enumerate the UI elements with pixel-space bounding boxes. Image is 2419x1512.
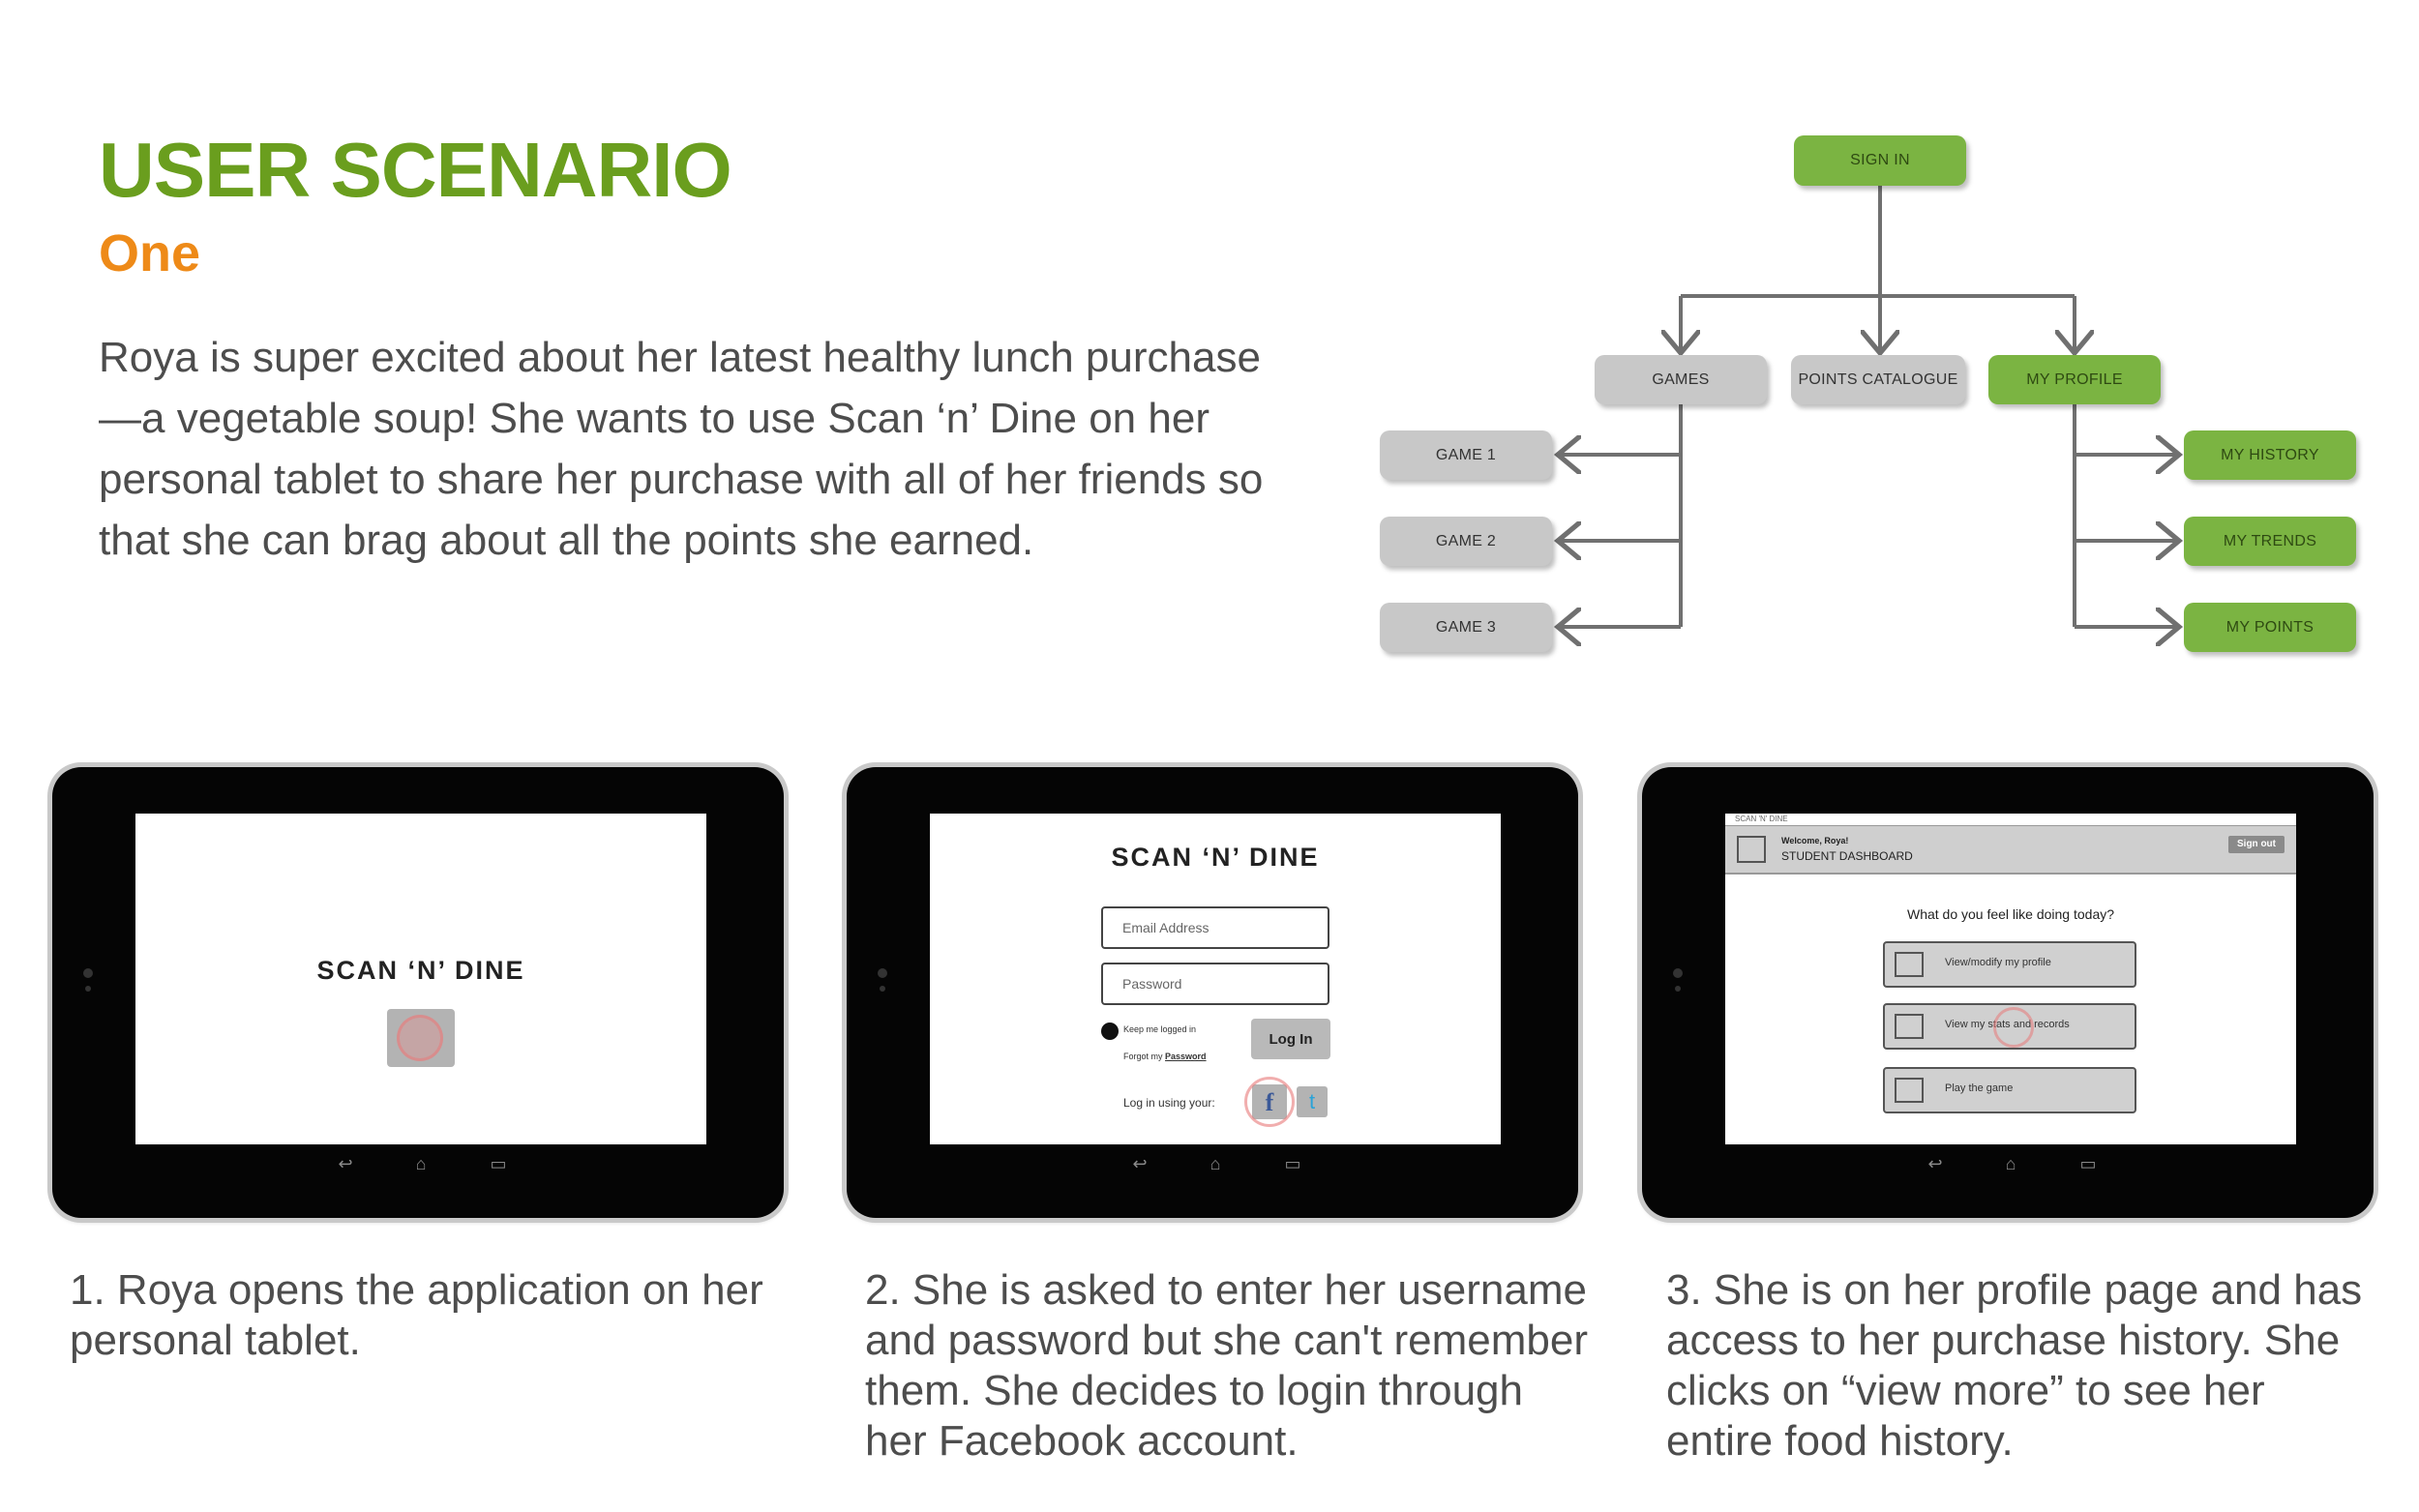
back-icon[interactable]: ↩ bbox=[338, 1154, 353, 1173]
tap-indicator bbox=[1244, 1077, 1295, 1127]
back-icon[interactable]: ↩ bbox=[1132, 1154, 1148, 1173]
caption-step-2: 2. She is asked to enter her username an… bbox=[865, 1266, 1589, 1465]
node-points-catalogue: POINTS CATALOGUE bbox=[1791, 355, 1965, 404]
image-placeholder-icon bbox=[1895, 1014, 1924, 1039]
keep-logged-in-checkbox[interactable] bbox=[1101, 1023, 1119, 1040]
view-stats-button[interactable]: View my stats and records bbox=[1883, 1003, 2136, 1050]
sensor-dot bbox=[880, 986, 885, 992]
button-label: View/modify my profile bbox=[1945, 957, 2051, 968]
forgot-prefix: Forgot my bbox=[1123, 1052, 1163, 1061]
scenario-description: Roya is super excited about her latest h… bbox=[99, 334, 1264, 564]
back-icon[interactable]: ↩ bbox=[1927, 1154, 1943, 1173]
page-subtitle: One bbox=[99, 224, 201, 282]
node-game-2: GAME 2 bbox=[1380, 517, 1552, 566]
dashboard-title: STUDENT DASHBOARD bbox=[1781, 849, 1913, 863]
node-my-history: MY HISTORY bbox=[2184, 430, 2356, 480]
social-login-label: Log in using your: bbox=[1123, 1096, 1215, 1110]
password-field[interactable]: Password bbox=[1101, 963, 1329, 1005]
view-profile-button[interactable]: View/modify my profile bbox=[1883, 941, 2136, 988]
tablet-3: SCAN 'N' DINE Welcome, Roya! STUDENT DAS… bbox=[1642, 767, 2374, 1218]
tablet-1: SCAN ‘N’ DINE ↩ ⌂ ▭ bbox=[52, 767, 784, 1218]
tablet-2: SCAN ‘N’ DINE Email Address Password Kee… bbox=[847, 767, 1578, 1218]
camera-dot bbox=[878, 968, 887, 978]
camera-dot bbox=[1673, 968, 1683, 978]
tap-indicator bbox=[1993, 1007, 2034, 1048]
app-launch-icon[interactable] bbox=[387, 1009, 455, 1067]
node-my-trends: MY TRENDS bbox=[2184, 517, 2356, 566]
splash-screen: SCAN ‘N’ DINE bbox=[135, 814, 706, 1144]
recent-apps-icon[interactable]: ▭ bbox=[1284, 1154, 1301, 1173]
keep-logged-in-label: Keep me logged in bbox=[1123, 1024, 1197, 1034]
image-placeholder-icon bbox=[1895, 952, 1924, 977]
home-icon[interactable]: ⌂ bbox=[2005, 1154, 2016, 1173]
email-field[interactable]: Email Address bbox=[1101, 906, 1329, 949]
camera-dot bbox=[83, 968, 93, 978]
node-game-3: GAME 3 bbox=[1380, 603, 1552, 652]
sensor-dot bbox=[1675, 986, 1681, 992]
login-screen: SCAN ‘N’ DINE Email Address Password Kee… bbox=[930, 814, 1501, 1144]
twitter-icon[interactable]: t bbox=[1297, 1086, 1328, 1117]
node-games: GAMES bbox=[1595, 355, 1767, 404]
forgot-password-link[interactable]: Password bbox=[1165, 1052, 1207, 1061]
dashboard-header: Welcome, Roya! STUDENT DASHBOARD Sign ou… bbox=[1725, 825, 2296, 875]
android-nav-bar: ↩ ⌂ ▭ bbox=[52, 1152, 784, 1181]
dashboard-screen: SCAN 'N' DINE Welcome, Roya! STUDENT DAS… bbox=[1725, 814, 2296, 1144]
caption-step-1: 1. Roya opens the application on her per… bbox=[70, 1266, 763, 1364]
sign-out-button[interactable]: Sign out bbox=[2228, 836, 2285, 853]
dashboard-question: What do you feel like doing today? bbox=[1906, 906, 2115, 922]
recent-apps-icon[interactable]: ▭ bbox=[2079, 1154, 2097, 1173]
android-nav-bar: ↩ ⌂ ▭ bbox=[847, 1152, 1578, 1181]
page-title: USER SCENARIO bbox=[99, 127, 732, 213]
tap-indicator bbox=[397, 1015, 443, 1061]
node-my-profile: MY PROFILE bbox=[1988, 355, 2161, 404]
app-top-label: SCAN 'N' DINE bbox=[1735, 815, 1788, 823]
app-name: SCAN ‘N’ DINE bbox=[1111, 843, 1320, 872]
node-sign-in: SIGN IN bbox=[1794, 135, 1966, 186]
button-label: Play the game bbox=[1945, 1082, 2014, 1094]
caption-step-3: 3. She is on her profile page and has ac… bbox=[1666, 1266, 2363, 1465]
home-icon[interactable]: ⌂ bbox=[415, 1154, 427, 1173]
image-placeholder-icon bbox=[1895, 1078, 1924, 1103]
forgot-password-row: Forgot my Password bbox=[1123, 1052, 1207, 1061]
node-my-points: MY POINTS bbox=[2184, 603, 2356, 652]
avatar-placeholder bbox=[1737, 836, 1766, 863]
node-game-1: GAME 1 bbox=[1380, 430, 1552, 480]
welcome-text: Welcome, Roya! bbox=[1781, 836, 1849, 845]
flow-connectors bbox=[0, 186, 2419, 697]
play-game-button[interactable]: Play the game bbox=[1883, 1067, 2136, 1113]
login-button[interactable]: Log In bbox=[1251, 1019, 1330, 1059]
android-nav-bar: ↩ ⌂ ▭ bbox=[1642, 1152, 2374, 1181]
app-name: SCAN ‘N’ DINE bbox=[316, 956, 525, 985]
sensor-dot bbox=[85, 986, 91, 992]
recent-apps-icon[interactable]: ▭ bbox=[490, 1154, 507, 1173]
home-icon[interactable]: ⌂ bbox=[1210, 1154, 1221, 1173]
